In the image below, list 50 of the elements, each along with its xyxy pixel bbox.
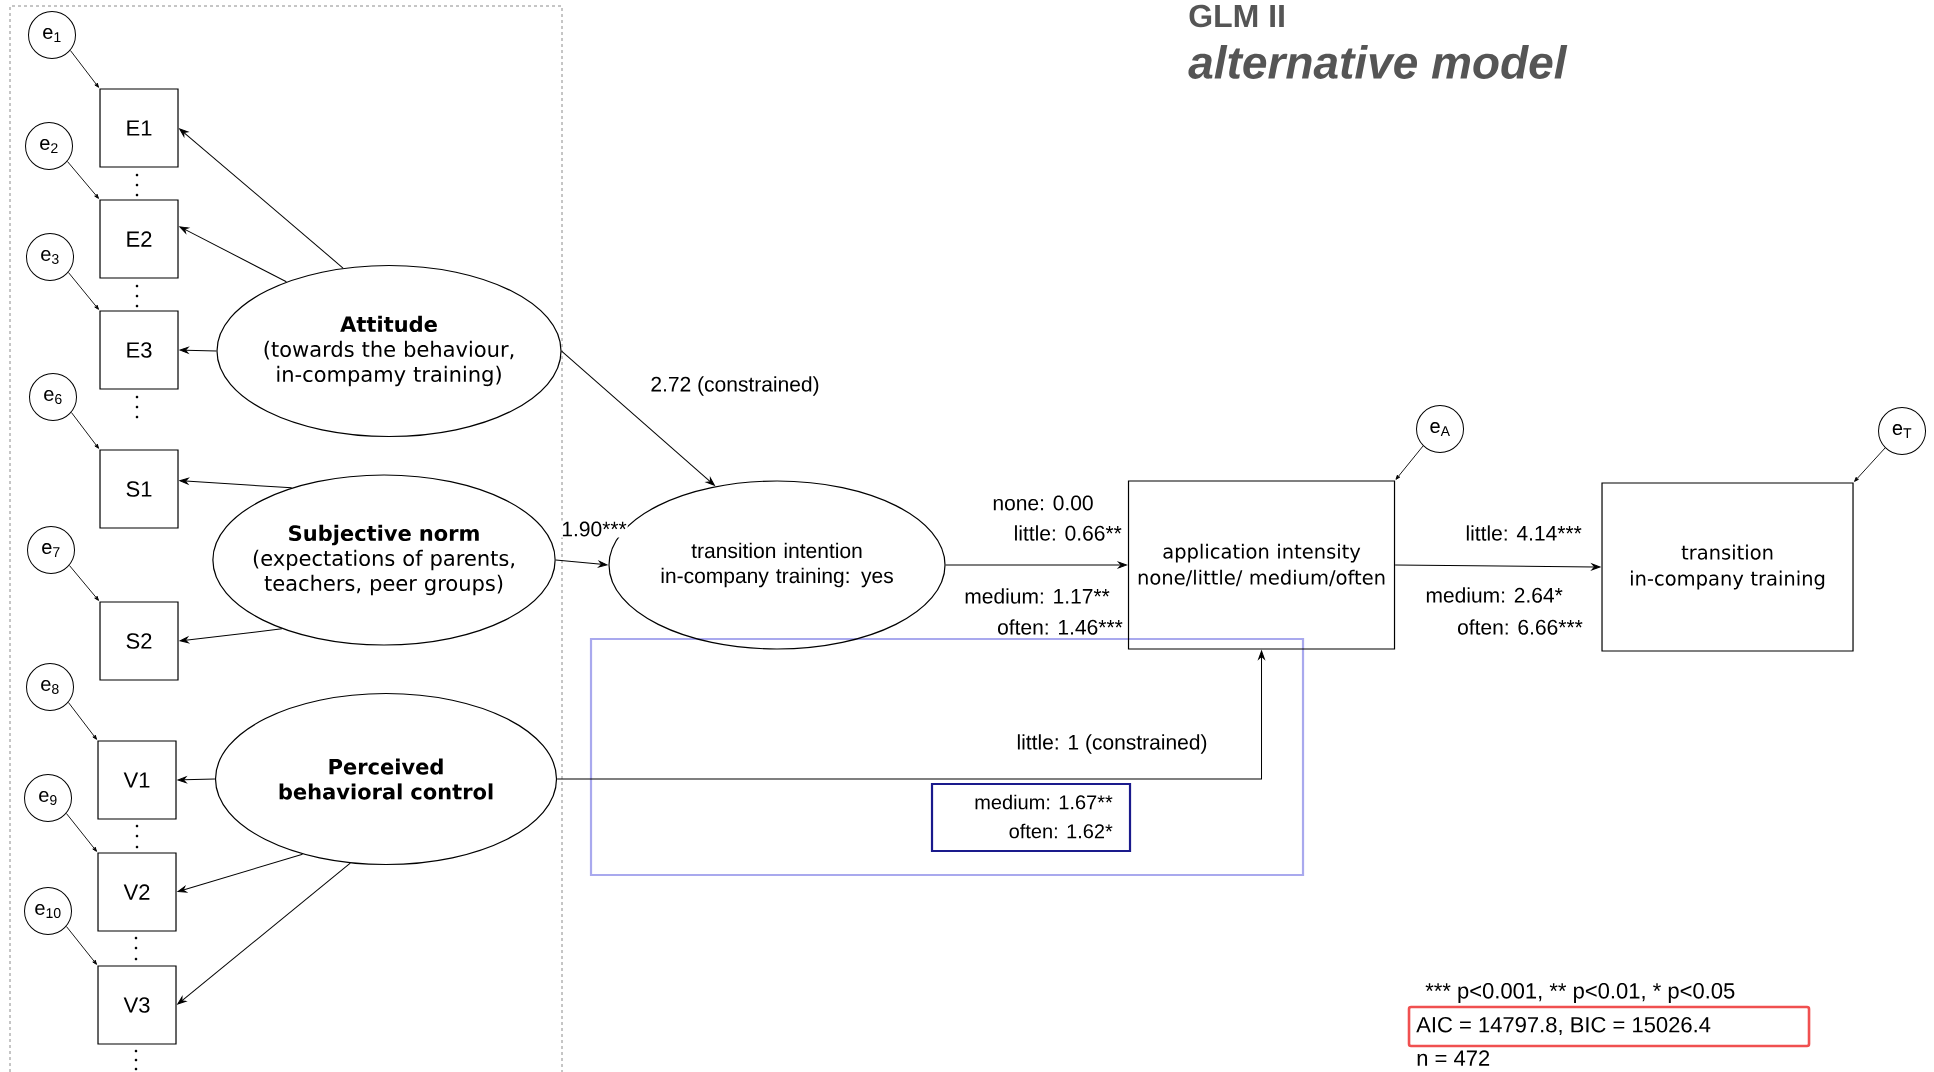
indicator-box: E3 xyxy=(99,310,179,390)
arrow xyxy=(556,650,1265,780)
arrow xyxy=(1854,447,1886,482)
edge-label: 2.72 (constrained) xyxy=(649,375,821,397)
coefficient-label: none: 0.00 xyxy=(993,495,1093,511)
coefficient-label: often: 6.66*** xyxy=(1458,619,1583,635)
arrow xyxy=(177,776,216,784)
coefficient-label: medium: 1.67** xyxy=(975,794,1113,810)
title: GLM II xyxy=(1189,4,1284,28)
arrow xyxy=(65,926,97,965)
indicator-box: E1 xyxy=(99,88,179,168)
fit-statistics: AIC = 14797.8, BIC = 15026.4 xyxy=(1416,1016,1711,1036)
arrow xyxy=(561,350,715,486)
arrow xyxy=(67,272,99,310)
indicator-box: V1 xyxy=(97,740,177,820)
arrow xyxy=(179,628,283,644)
coefficient-label: often: 1.46*** xyxy=(998,619,1123,635)
arrow xyxy=(69,50,100,88)
arrow xyxy=(1395,445,1424,480)
subtitle: alternative model xyxy=(1188,45,1568,79)
indicator-box: V2 xyxy=(97,852,177,932)
arrow xyxy=(179,128,344,269)
edge-label: little: 1 (constrained) xyxy=(1015,733,1209,755)
coefficient-label: often: 1.62* xyxy=(1009,823,1113,839)
arrow xyxy=(179,226,287,283)
arrow xyxy=(555,559,608,568)
arrow xyxy=(65,813,97,852)
indicator-box: V3 xyxy=(97,965,177,1045)
arrow xyxy=(66,161,99,199)
edge-label: 1.90*** xyxy=(560,520,628,538)
significance-note: *** p<0.001, ** p<0.01, * p<0.05 xyxy=(1425,983,1735,1003)
arrow xyxy=(68,565,99,601)
coefficient-label: medium: 2.64* xyxy=(1426,587,1563,603)
arrow xyxy=(1394,563,1601,571)
edge-label: little: 0.66** xyxy=(1012,524,1123,542)
coefficient-label: medium: 1.17** xyxy=(965,588,1110,604)
arrow xyxy=(945,561,1127,569)
arrow xyxy=(70,412,100,449)
arrow xyxy=(67,702,98,740)
outcome-box: transition in-company training xyxy=(1601,482,1854,652)
indicator-box: S1 xyxy=(99,449,179,529)
sample-size: n = 472 xyxy=(1417,1050,1490,1066)
arrow xyxy=(177,862,351,1005)
indicator-box: E2 xyxy=(99,199,179,279)
edge-label: little: 4.14*** xyxy=(1464,524,1583,542)
arrow xyxy=(179,477,293,489)
arrow xyxy=(177,853,304,893)
arrow xyxy=(179,346,217,354)
indicator-box: S2 xyxy=(99,601,179,681)
outcome-box: application intensity none/little/ medium/often xyxy=(1127,480,1396,650)
